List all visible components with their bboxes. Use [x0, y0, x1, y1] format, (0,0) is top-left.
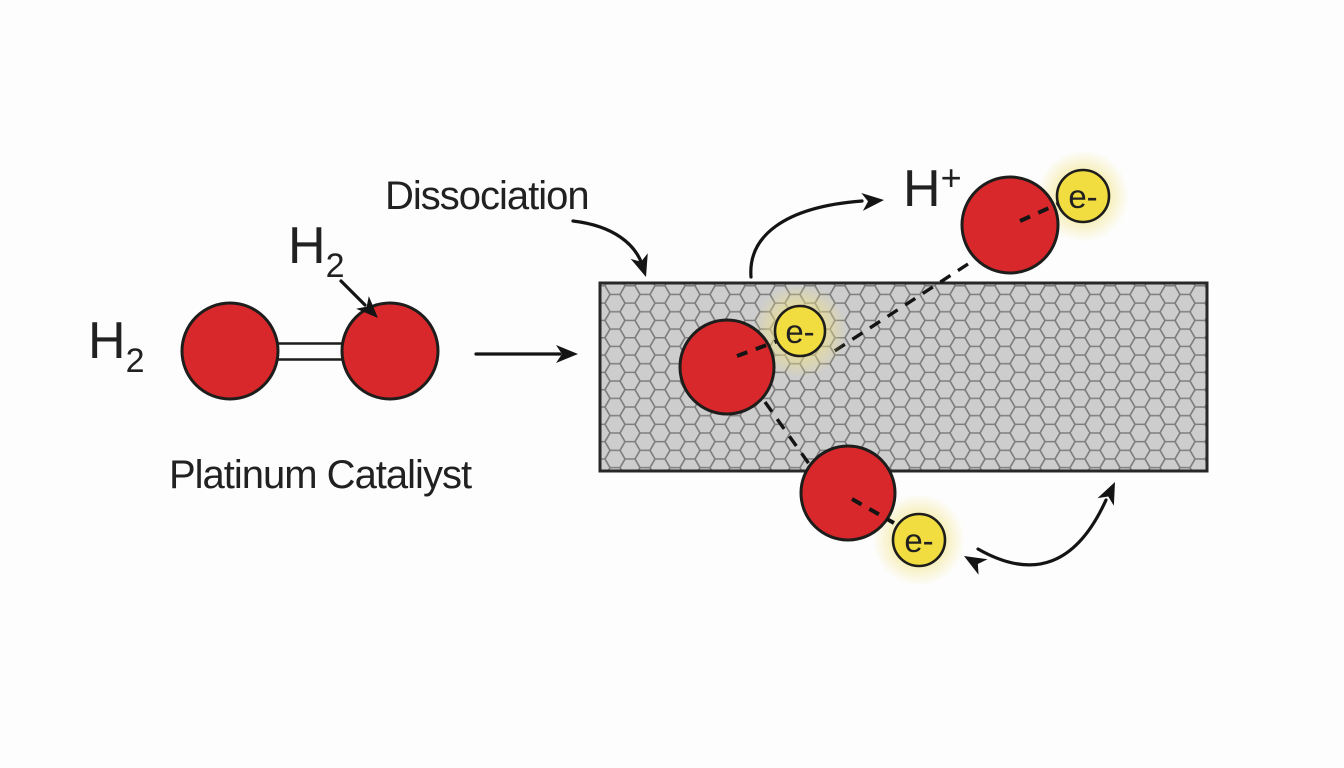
reaction-arrow [474, 345, 578, 363]
h2-molecule [180, 301, 440, 401]
proton-release-arrow [749, 191, 885, 279]
electron-bottom-circle [891, 512, 947, 568]
platinum-catalyst-label: Platinum Cataliyst [169, 453, 472, 497]
h2-left-symbol: H [88, 312, 126, 370]
dissociation-label: Dissociation [385, 174, 589, 218]
electron-surface: e- [773, 304, 827, 358]
h-atom-free [960, 175, 1060, 275]
dashed-bond-freeatom-electron [1019, 202, 1059, 223]
h-atom-right [340, 301, 440, 401]
h-plus-superscript: + [941, 157, 962, 198]
electron-free-label: e- [1068, 178, 1097, 215]
dashed-bond-atom3-electron [851, 497, 895, 525]
h2-pointer-arrow [339, 279, 385, 325]
electron-bottom: e- [891, 512, 947, 568]
h2-label-top: H2 [288, 217, 344, 285]
electron-bottom-label: e- [904, 522, 933, 559]
dissociation-arrow [571, 219, 655, 280]
h2-top-subscript: 2 [326, 247, 345, 285]
h-plus-label: H+ [903, 157, 962, 218]
dashed-link-freeatom-surface [832, 262, 969, 354]
dashed-link-atom1-atom3 [763, 401, 814, 469]
h2-top-symbol: H [288, 217, 326, 275]
h-atom-left [180, 301, 280, 401]
h-atom-adsorbed [678, 318, 776, 416]
electron-free: e- [1055, 168, 1111, 224]
electron-surface-label: e- [785, 313, 814, 350]
h-plus-symbol: H [903, 160, 941, 218]
h-atom-bottom [799, 444, 897, 542]
h2-label-left: H2 [88, 312, 144, 380]
electron-exchange-arrow [959, 478, 1124, 575]
electron-surface-circle [773, 304, 827, 358]
electron-free-circle [1055, 168, 1111, 224]
dashed-bond-atom1-electron [736, 337, 784, 358]
h2-left-subscript: 2 [126, 342, 145, 380]
